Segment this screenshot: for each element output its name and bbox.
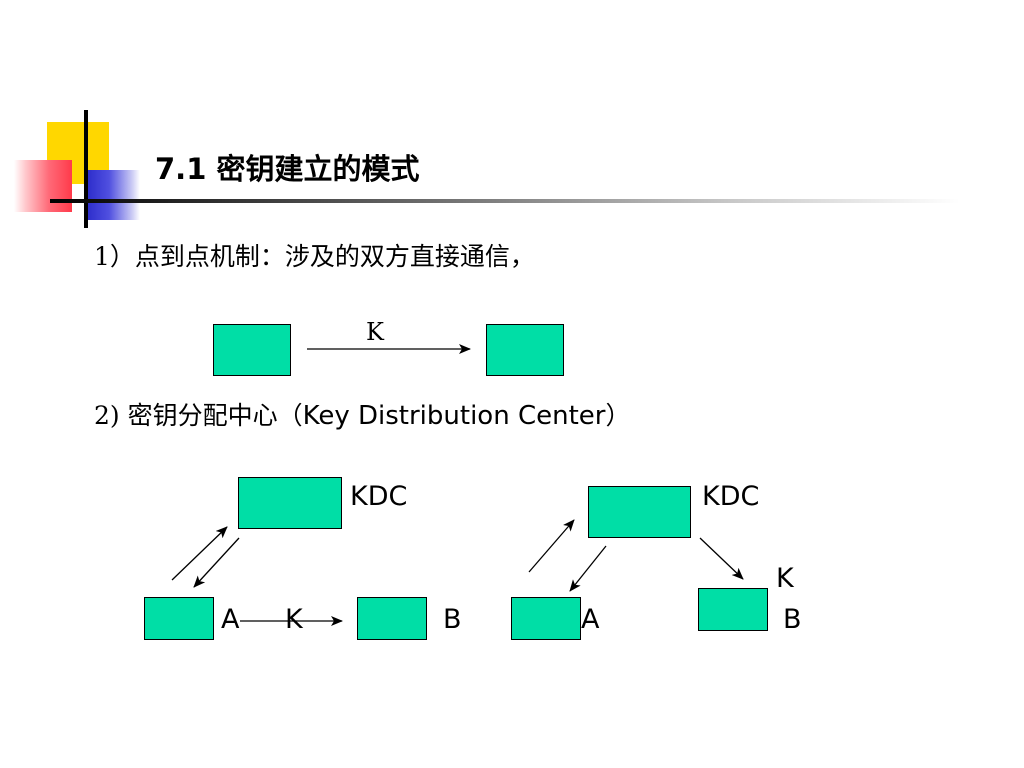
section2-text: 2) 密钥分配中心（Key Distribution Center）	[94, 396, 630, 432]
right-arrow-kdc-to-b	[699, 537, 744, 580]
left-b-box	[357, 597, 427, 640]
p2p-box-left	[213, 324, 291, 376]
left-a-box	[144, 597, 214, 640]
left-a-label: A	[221, 604, 240, 635]
right-b-box	[698, 588, 768, 631]
right-a-label: A	[581, 604, 600, 635]
right-b-label: B	[783, 604, 802, 635]
section2-suffix: ）	[605, 401, 631, 430]
left-kdc-box	[238, 477, 342, 529]
left-b-label: B	[443, 604, 462, 635]
left-kdc-label: KDC	[350, 481, 408, 512]
right-kdc-label: KDC	[702, 481, 760, 512]
p2p-k-label: K	[366, 318, 384, 346]
deco-blue-square	[84, 170, 140, 220]
left-arrow-a-to-kdc	[171, 526, 228, 581]
section1-text: 1）点到点机制：涉及的双方直接通信，	[94, 242, 535, 271]
left-arrow-kdc-to-a	[193, 537, 240, 588]
p2p-box-right	[486, 324, 564, 376]
title-underline	[50, 199, 960, 203]
section2-english: Key Distribution Center	[302, 401, 606, 431]
right-arrow-kdc-to-a	[569, 545, 607, 592]
deco-red-square	[14, 160, 72, 212]
right-k-label: K	[776, 563, 794, 594]
deco-vertical-bar	[84, 110, 88, 228]
left-k-label: K	[285, 604, 303, 635]
right-a-box	[511, 597, 581, 640]
right-kdc-box	[588, 486, 691, 538]
page-title: 7.1 密钥建立的模式	[155, 152, 420, 186]
section2-prefix: 2) 密钥分配中心（	[94, 401, 303, 430]
right-arrow-a-to-kdc	[528, 519, 575, 573]
